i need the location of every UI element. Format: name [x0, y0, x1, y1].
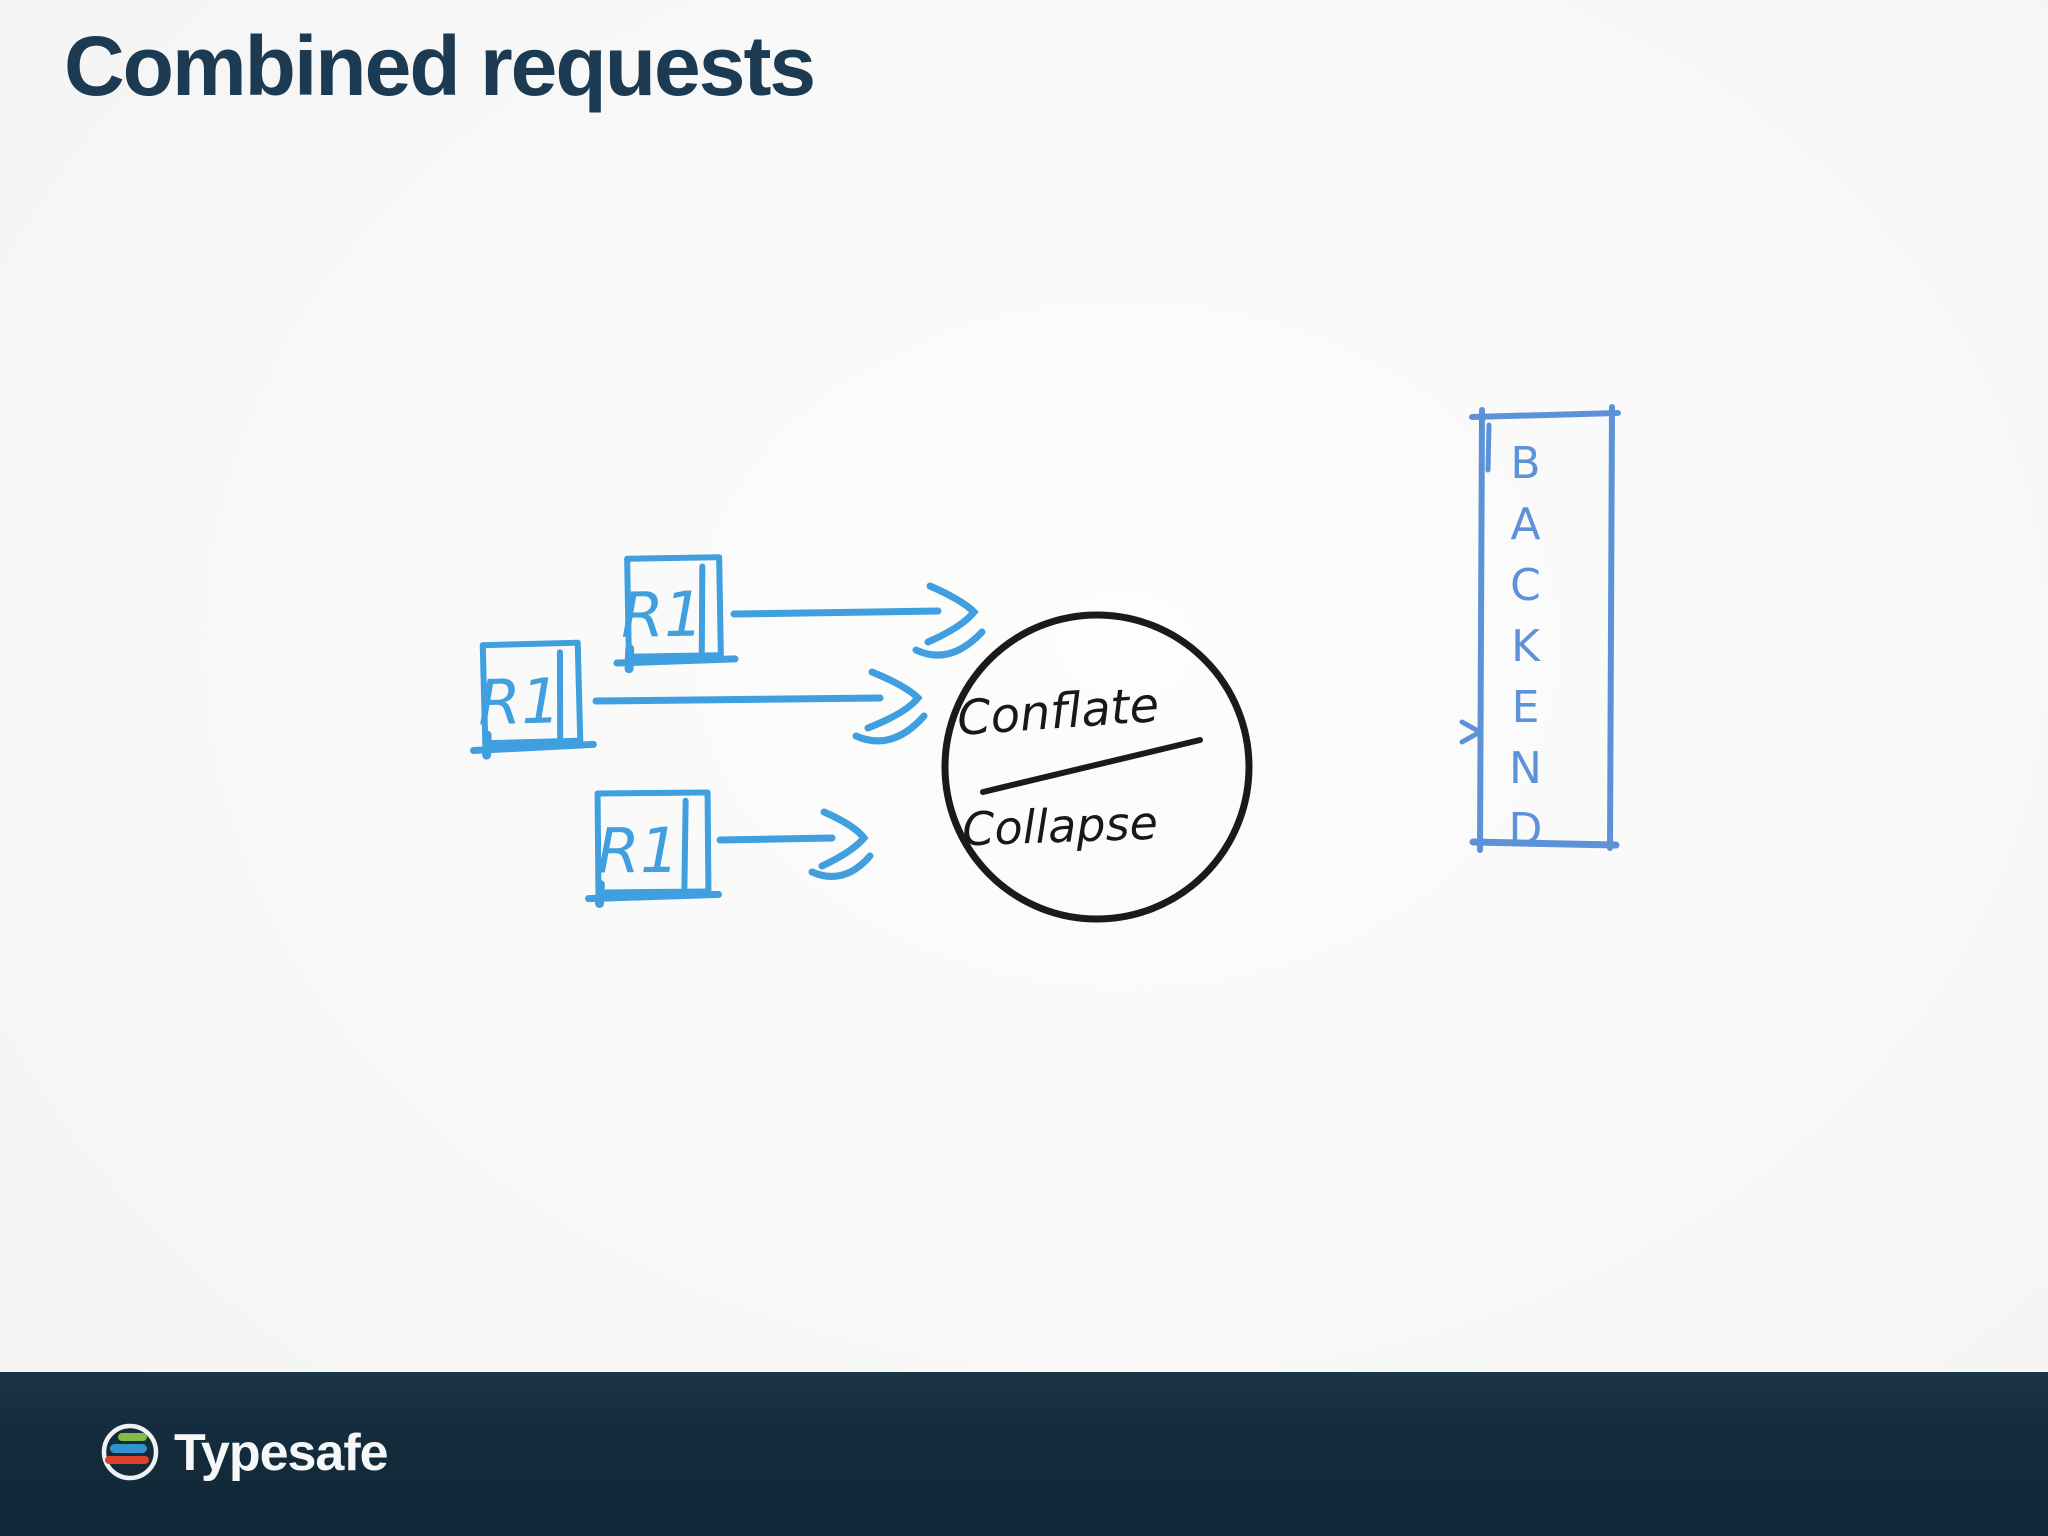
backend-arrowhead-icon — [1459, 719, 1483, 745]
conflate-collapse-circle: Conflate Collapse — [941, 611, 1253, 923]
backend-box-right-edge — [1607, 404, 1615, 851]
request-arrow-3-head — [818, 808, 869, 870]
conflate-collapse-divider-line — [980, 737, 1203, 795]
page-title: Combined requests — [64, 19, 816, 113]
backend-box-inner-stroke — [1485, 422, 1492, 473]
request-box-1-corner-tail — [624, 644, 635, 674]
request-box-1: R1 — [613, 554, 739, 674]
typesafe-logo: Typesafe — [100, 1422, 389, 1484]
request-box-2-corner-tail — [482, 730, 492, 760]
request-arrow-1-shaft — [730, 607, 942, 618]
conflate-label: Conflate — [955, 677, 1160, 747]
collapse-label: Collapse — [961, 796, 1158, 857]
request-box-2-outline — [479, 639, 584, 747]
request-arrow-3-hook — [808, 852, 874, 880]
request-arrow-1-hook — [912, 628, 986, 659]
request-arrow-2-hook — [852, 712, 928, 745]
request-box-2-underline — [469, 740, 597, 754]
request-arrow-3 — [716, 808, 874, 880]
backend-box — [1459, 404, 1621, 853]
typesafe-brand-text: Typesafe — [174, 1424, 389, 1482]
request-box-2-label: R1 — [477, 664, 561, 739]
request-box-3: R1 — [584, 789, 722, 908]
request-box-1-underline — [613, 655, 739, 667]
request-box-3-corner-tail — [595, 879, 605, 908]
logo-bar-red — [105, 1456, 149, 1464]
backend-box-bottom-edge — [1469, 838, 1620, 849]
request-arrow-2 — [592, 668, 928, 745]
request-box-3-outline — [594, 789, 712, 896]
logo-bar-blue — [110, 1444, 147, 1453]
footer-bar: Typesafe — [0, 1372, 2048, 1536]
request-box-1-label: R1 — [620, 577, 704, 651]
conflate-collapse-circle-outline — [941, 611, 1253, 923]
request-box-1-outline — [624, 554, 724, 660]
logo-circle — [101, 1423, 159, 1481]
typesafe-logo-icon — [101, 1423, 159, 1481]
request-arrow-1-head — [924, 582, 979, 646]
request-arrow-2-shaft — [592, 694, 884, 705]
request-arrow-1 — [730, 582, 986, 659]
request-arrow-2-head — [864, 668, 923, 732]
backend-box-top-edge — [1469, 410, 1621, 420]
request-box-1-inner-stroke — [698, 563, 706, 655]
request-box-2-inner-stroke — [556, 649, 564, 741]
request-box-3-inner-stroke — [681, 797, 689, 891]
backend-box-left-edge — [1477, 407, 1485, 853]
request-box-3-underline — [584, 890, 722, 903]
request-arrow-3-shaft — [716, 834, 836, 844]
backend-label: BACKEND — [1500, 438, 1551, 865]
logo-bar-green — [118, 1433, 147, 1441]
request-box-3-label: R1 — [596, 814, 679, 888]
request-box-2: R1 — [469, 639, 597, 760]
